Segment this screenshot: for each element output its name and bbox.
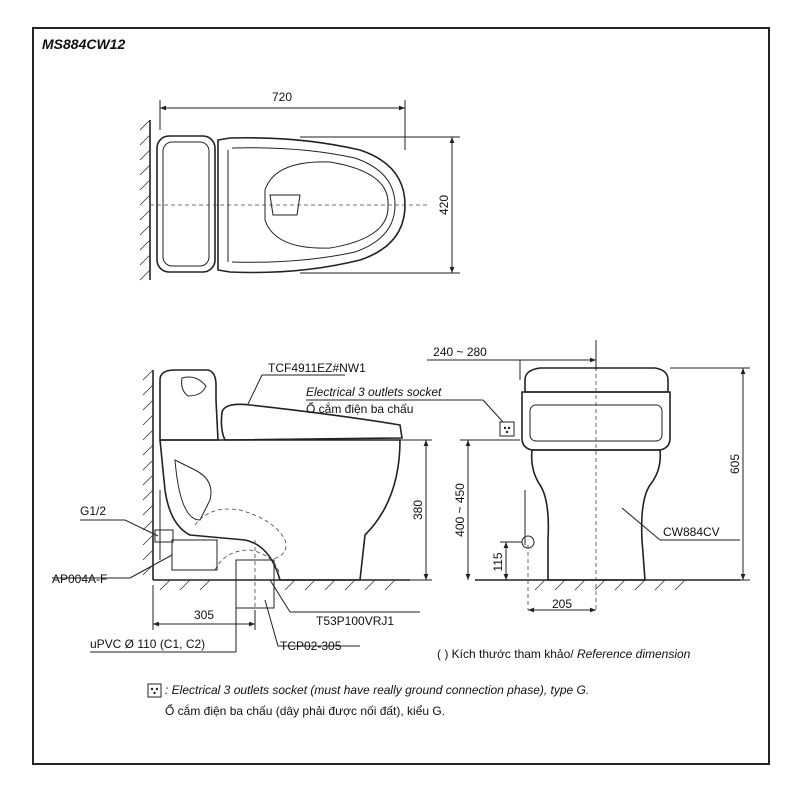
dim-top-width: 720 [272,90,292,104]
notes: ( ) Kích thước tham khảo/ Reference dime… [147,647,691,718]
socket-note-en: : Electrical 3 outlets socket (must have… [165,683,589,697]
socket-symbol [147,683,162,698]
label-socket-en: Electrical 3 outlets socket [306,385,442,399]
socket-box [499,421,515,437]
label-adapter: TCP02-305 [280,639,342,653]
socket-note-vi: Ổ cắm điện ba chấu (dây phải được nối đấ… [165,703,445,718]
label-seat-model: TCF4911EZ#NW1 [268,361,366,375]
label-bowl-model: CW884CV [663,525,720,539]
label-inlet: G1/2 [80,504,106,518]
dim-rough-in: 305 [194,608,214,622]
label-valve: AP004A-F [52,572,107,586]
model-number: MS884CW12 [42,36,126,52]
dim-wall-distance: 240 ~ 280 [433,345,487,359]
floor-hatch [159,579,396,591]
dim-height: 605 [728,454,742,474]
top-view: 720 420 [139,90,460,281]
dim-supply-height: 115 [491,552,505,571]
dim-front-width: 205 [552,597,572,611]
drawing-frame [32,27,770,765]
dim-seat-height: 400 ~ 450 [453,483,467,537]
side-wall-hatch [142,369,154,576]
label-socket-vi: Ổ cắm điện ba chấu [306,401,413,416]
reference-note-vi: ( ) Kích thước tham khảo/ [437,647,577,661]
wall-hatch [139,119,151,281]
front-floor-hatch [534,579,686,591]
reference-note: ( ) Kích thước tham khảo/ Reference dime… [437,647,691,661]
label-pipe: uPVC Ø 110 (C1, C2) [90,637,205,651]
label-flange: T53P100VRJ1 [316,614,394,628]
dim-seat-height-side: 380 [411,500,425,520]
reference-note-en: Reference dimension [577,647,691,661]
side-view: 380 305 TCF4911EZ#NW1 G1/2 AP004A-F T53P… [52,361,432,653]
dim-top-depth: 420 [437,195,451,215]
front-view: 240 ~ 280 605 400 ~ 450 115 205 CW884CV … [306,340,750,613]
